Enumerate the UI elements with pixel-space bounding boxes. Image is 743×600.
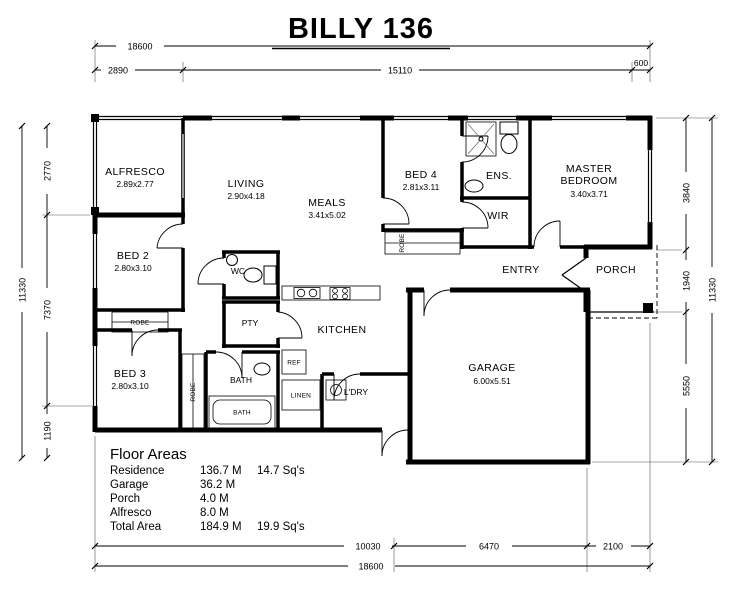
- dim-left-c: 1190: [43, 421, 53, 440]
- floor-areas-row-area: 4.0 M: [200, 493, 229, 505]
- room-label-bed4: BED 4: [405, 169, 437, 181]
- room-label-bath: BATH: [230, 375, 252, 385]
- linen-cupboard: [281, 379, 321, 411]
- toilet: [499, 121, 519, 154]
- room-size-alfresco: 2.89x2.77: [116, 179, 154, 189]
- room-size-bed2: 2.80x3.10: [114, 263, 152, 273]
- alfresco-post: [91, 114, 99, 122]
- room-size-bed3: 2.80x3.10: [111, 381, 149, 391]
- floor-areas-row-area: 36.2 M: [200, 479, 235, 491]
- room-label-bed2: BED 2: [117, 250, 149, 262]
- dim-left-b: 7370: [43, 300, 53, 320]
- page-title: BILLY 136: [288, 13, 434, 45]
- dim-top-overall: 18600: [127, 42, 152, 52]
- dim-top-c: 600: [634, 58, 648, 68]
- room-label-ens: ENS.: [486, 170, 512, 182]
- room-size-bed4: 2.81x3.11: [403, 182, 440, 192]
- dim-right-c: 5550: [682, 376, 692, 396]
- room-label-wc: WC: [231, 266, 245, 276]
- room-label-wir: WIR: [487, 210, 509, 222]
- room-label-garage: GARAGE: [468, 362, 515, 374]
- room-label-meals: MEALS: [308, 197, 346, 209]
- fixtures: [111, 121, 519, 429]
- dim-left-overall: 11330: [18, 278, 28, 302]
- room-size-master: 3.40x3.71: [570, 189, 608, 199]
- room-size-living: 2.90x4.18: [227, 191, 265, 201]
- plan-title: BILLY 136: [272, 13, 450, 50]
- floor-areas-heading: Floor Areas: [110, 446, 187, 463]
- dim-bottom-c: 2100: [603, 542, 623, 552]
- room-label-porch: PORCH: [596, 264, 636, 276]
- room-labels: ALFRESCO 2.89x2.77 LIVING 2.90x4.18 MEAL…: [105, 163, 636, 417]
- porch-post: [643, 303, 653, 313]
- dim-right-b: 1940: [682, 271, 692, 291]
- windows: [92, 115, 653, 406]
- dim-top-b: 15110: [388, 66, 412, 76]
- floor-areas-row-label: Alfresco: [110, 507, 152, 519]
- dim-bottom-overall: 18600: [358, 562, 383, 572]
- floor-areas-row-area: 184.9 M: [200, 521, 242, 533]
- dim-right-a: 3840: [682, 183, 692, 203]
- floor-areas-table: Floor Areas Residence 136.7 M 14.7 Sq's …: [110, 446, 305, 533]
- exterior-walls: [92, 115, 653, 465]
- dim-right-overall: 11330: [708, 278, 718, 302]
- basin: [253, 362, 271, 376]
- dimension-lines: 18600 2890 15110 600 11330 2770 7370 119…: [18, 42, 718, 572]
- room-label-living: LIVING: [228, 178, 265, 190]
- room-label-master-2: BEDROOM: [560, 175, 617, 187]
- alfresco-structure: [91, 114, 183, 215]
- bathtub: [208, 395, 276, 429]
- label-robe-bed4: ROBE: [399, 233, 406, 253]
- room-label-master-1: MASTER: [566, 163, 612, 175]
- room-size-garage: 6.00x5.51: [473, 376, 511, 386]
- fridge-space: [281, 349, 307, 375]
- basin: [226, 254, 238, 266]
- floor-areas-row-area: 136.7 M: [200, 465, 242, 477]
- floor-areas-row-label: Garage: [110, 479, 148, 491]
- dim-bottom-b: 6470: [479, 542, 499, 552]
- porch-outline: [586, 245, 658, 319]
- dim-left-a: 2770: [43, 161, 53, 181]
- label-ref: REF: [287, 360, 301, 367]
- floor-areas-row-squares: 14.7 Sq's: [257, 465, 305, 477]
- dim-bottom-a: 10030: [355, 542, 380, 552]
- label-robe-bed3: ROBE: [190, 382, 197, 402]
- room-label-entry: ENTRY: [502, 264, 539, 276]
- toilet: [243, 265, 277, 285]
- basin: [464, 179, 484, 193]
- floor-areas-row-label: Total Area: [110, 521, 162, 533]
- label-robe-bed2: ROBE: [130, 320, 150, 327]
- room-label-bed3: BED 3: [114, 368, 146, 380]
- dim-top-a: 2890: [108, 66, 128, 76]
- interior-walls: [95, 118, 586, 432]
- room-label-pty: PTY: [242, 318, 259, 328]
- kitchen-bench: [281, 285, 381, 301]
- alfresco-post: [91, 207, 99, 215]
- floor-areas-row-label: Residence: [110, 465, 164, 477]
- room-label-alfresco: ALFRESCO: [105, 166, 165, 178]
- room-label-kitchen: KITCHEN: [318, 324, 367, 336]
- room-size-meals: 3.41x5.02: [308, 210, 346, 220]
- label-linen: LINEN: [291, 393, 311, 400]
- floor-areas-row-label: Porch: [110, 493, 140, 505]
- floor-areas-row-squares: 19.9 Sq's: [257, 521, 305, 533]
- laundry-tub: [325, 379, 347, 401]
- robe-bed2: [111, 311, 169, 333]
- door-swings: [131, 135, 587, 457]
- shower: [465, 121, 497, 157]
- floor-areas-row-area: 8.0 M: [200, 507, 229, 519]
- label-bath-tub: BATH: [233, 410, 251, 417]
- room-label-ldry: L'DRY: [344, 387, 368, 397]
